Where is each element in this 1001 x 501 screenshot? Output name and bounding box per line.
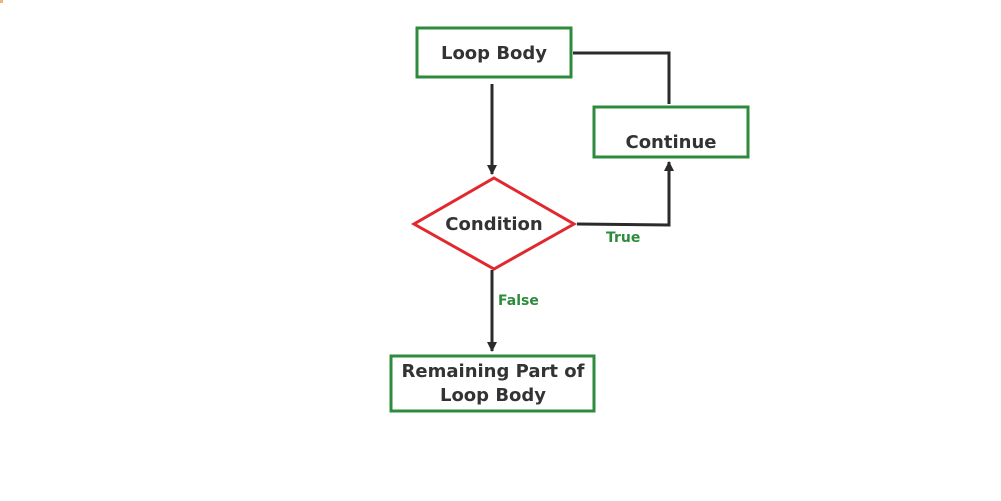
edge-condition-to-continue <box>576 161 674 227</box>
edge-continue-to-loop-body <box>573 51 671 104</box>
node-remaining: Remaining Part of Loop Body <box>389 354 596 413</box>
node-remaining-label-line2: Loop Body <box>440 385 546 406</box>
edge-label-true: True <box>606 230 640 246</box>
node-continue-label: Continue <box>625 132 716 153</box>
node-continue: Continue <box>592 105 750 159</box>
node-condition-label: Condition <box>445 214 542 235</box>
node-loop-body: Loop Body <box>415 26 573 79</box>
corner-mark <box>0 0 3 3</box>
node-remaining-label-line1: Remaining Part of <box>402 361 585 382</box>
node-loop-body-label: Loop Body <box>441 43 547 64</box>
edge-label-false: False <box>498 293 539 309</box>
node-condition: Condition <box>410 176 578 271</box>
